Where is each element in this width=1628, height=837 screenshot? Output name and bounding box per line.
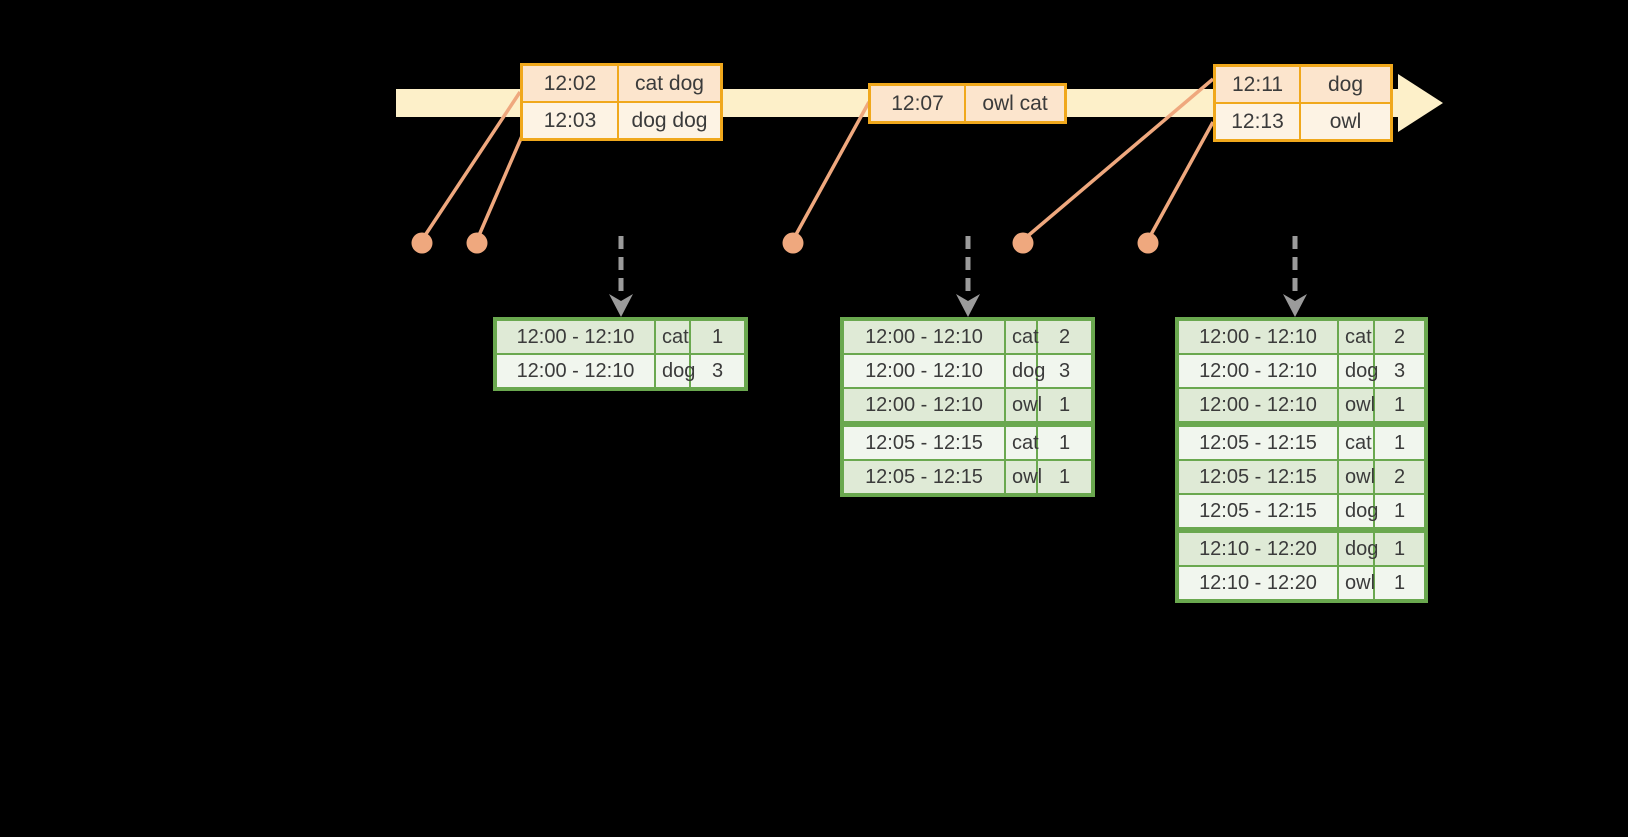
table-cell: cat [1004,423,1039,461]
connector-line [1021,77,1215,242]
connector-line [420,91,522,241]
table-cell: dog [1337,493,1378,533]
table-cell: 1 [1373,565,1427,602]
table-cell: owl [1337,387,1375,427]
table-cell: 12:07 [868,83,966,124]
table-cell: 12:00 - 12:10 [841,387,1006,427]
event-dot [782,232,804,254]
table-cell: cat [654,318,691,355]
table-cell: 1 [1373,493,1427,533]
table-cell: 12:05 - 12:15 [1176,493,1339,533]
table-cell: 12:00 - 12:10 [841,353,1006,389]
table-cell: cat dog [617,63,723,103]
table-cell: owl [1337,565,1375,602]
table-cell: 12:00 - 12:10 [494,353,656,390]
table-cell: 2 [1036,318,1094,355]
table-cell: owl [1299,102,1393,142]
table-cell: dog dog [617,101,723,141]
table-cell: 12:02 [520,63,619,103]
table-cell: 12:10 - 12:20 [1176,529,1339,567]
table-cell: dog [1337,529,1378,567]
table-cell: 1 [689,318,747,355]
event-dot [411,232,433,254]
table-cell: 12:05 - 12:15 [841,459,1006,496]
event-dot [466,232,488,254]
table-cell: 12:03 [520,101,619,141]
table-cell: 12:00 - 12:10 [841,318,1006,355]
table-cell: 12:00 - 12:10 [1176,353,1339,389]
table-cell: 1 [1373,423,1427,461]
table-cell: 3 [1036,353,1094,389]
table-cell: 12:05 - 12:15 [1176,459,1339,495]
table-cell: dog [654,353,695,390]
table-cell: dog [1337,353,1378,389]
table-cell: 3 [689,353,747,390]
connector-line [475,135,524,241]
table-cell: cat [1337,318,1375,355]
table-cell: dog [1299,64,1393,104]
table-cell: 1 [1036,387,1094,427]
table-cell: 12:00 - 12:10 [494,318,656,355]
event-dot [1012,232,1034,254]
table-cell: 12:00 - 12:10 [1176,387,1339,427]
table-cell: 12:05 - 12:15 [1176,423,1339,461]
table-cell: 12:00 - 12:10 [1176,318,1339,355]
table-cell: 12:05 - 12:15 [841,423,1006,461]
table-cell: 12:11 [1213,64,1301,104]
table-cell: 2 [1373,459,1427,495]
table-cell: 1 [1036,459,1094,496]
table-cell: 2 [1373,318,1427,355]
table-cell: 12:13 [1213,102,1301,142]
table-cell: dog [1004,353,1045,389]
table-cell: 1 [1373,529,1427,567]
table-cell: 1 [1373,387,1427,427]
table-cell: owl cat [964,83,1067,124]
connector-line [791,101,871,241]
table-cell: cat [1337,423,1375,461]
table-cell: owl [1004,459,1042,496]
table-cell: owl [1337,459,1375,495]
table-cell: 12:10 - 12:20 [1176,565,1339,602]
table-cell: cat [1004,318,1039,355]
table-cell: 3 [1373,353,1427,389]
trigger-arrow-icon [956,236,980,317]
trigger-arrow-icon [1283,236,1307,317]
table-cell: 1 [1036,423,1094,461]
table-cell: owl [1004,387,1042,427]
timeline-arrowhead-icon [1398,74,1443,132]
connector-line [1146,121,1215,241]
event-dot [1137,232,1159,254]
trigger-arrow-icon [609,236,633,317]
